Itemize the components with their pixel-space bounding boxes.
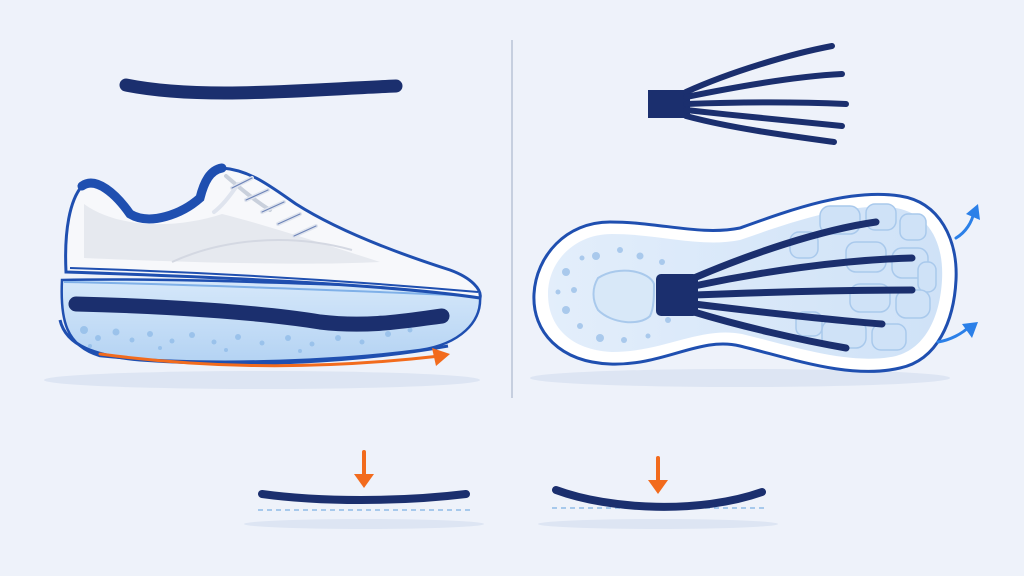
propulsion-arrow-icon (936, 204, 980, 344)
heel-cup (592, 269, 656, 324)
shoe-shadow (44, 371, 480, 389)
lace-outline (231, 177, 317, 237)
heel-bubbles (555, 247, 671, 343)
carbon-rods (656, 218, 916, 352)
flex-shadow-left (244, 519, 484, 529)
flex-diagram-left (244, 450, 484, 529)
running-shoe-side-view (44, 163, 482, 389)
carbon-plate (68, 296, 450, 332)
upper-seam (171, 239, 353, 263)
midsole-top-edge (63, 281, 479, 297)
flex-plate-left (258, 490, 470, 504)
upper-overlay (84, 204, 380, 264)
carbon-rods-icon (648, 43, 849, 145)
rocker-arrow-head (432, 348, 450, 366)
foam-bubbles (80, 317, 435, 353)
down-arrow-icon (648, 456, 668, 494)
flex-plate-right (552, 486, 766, 511)
insole-top-view (530, 192, 980, 387)
flex-shadow-right (538, 519, 778, 529)
toe-line (69, 267, 479, 293)
curved-plate-icon (119, 78, 403, 100)
heel-collar (77, 163, 227, 224)
flex-diagram-right (538, 456, 778, 529)
insole-shadow (530, 369, 950, 387)
down-arrow-icon (354, 450, 374, 488)
rocker-arrow-icon (98, 352, 442, 368)
